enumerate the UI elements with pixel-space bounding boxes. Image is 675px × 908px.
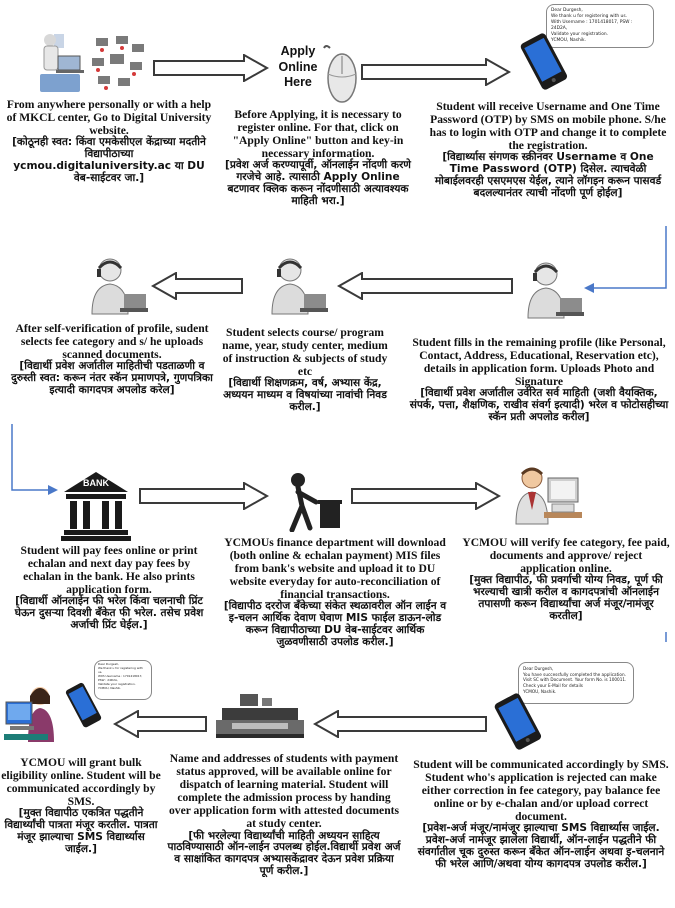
sms-bubble: Dear Durgesh, We thank u for registering… [546, 4, 654, 48]
step12-english: YCMOU will grant bulk eligibility online… [1, 756, 161, 809]
sms1-line: Validate your registration. [551, 31, 609, 37]
student-at-computer-icon [264, 256, 328, 316]
step7-english: Student will pay fees online or print ec… [20, 544, 198, 597]
sms1-line: With Username : 1701418017, PSW : 24D2A, [551, 19, 633, 31]
mobile-phone-icon [490, 690, 544, 754]
step6-text: After self-verification of profile, sude… [6, 322, 218, 397]
finance-staff-icon [276, 470, 346, 532]
step5-text: Student selects course/ program name, ye… [222, 326, 388, 414]
step8-marathi: [विद्यापीठ दररोज बँकेच्या संकेत स्थळावरी… [223, 600, 447, 649]
flow-arrow-left [312, 710, 488, 738]
step11-english: Name and addresses of students with paym… [168, 752, 400, 831]
step7-text: Student will pay fees online or print ec… [10, 544, 208, 632]
flow-arrow-right [138, 482, 270, 510]
sms3-line: With Username : 1701418017, PSW : 24D2A, [98, 673, 143, 682]
sms2-line: You have successfully completed the appl… [523, 671, 626, 677]
student-at-computer-icon [84, 256, 148, 316]
sms-bubble: Dear Durgesh, We thank u for registering… [94, 660, 152, 700]
network-computers-icon [36, 30, 146, 98]
mobile-phone-icon [516, 30, 570, 94]
step6-english: After self-verification of profile, sude… [15, 322, 209, 362]
step3-text: Student will receive Username and One Ti… [428, 100, 668, 200]
step12-marathi: [मुक्त विद्यापीठ एकत्रित पद्धतीने विद्या… [4, 807, 158, 855]
step11-marathi: [फी भरलेल्या विद्यार्थ्यांची माहिती अध्य… [167, 829, 401, 878]
sms2-line: Check your E-Mail for details [523, 683, 583, 689]
connector-line [600, 632, 670, 660]
step5-marathi: [विद्यार्थी शिक्षणक्रम, वर्ष, अभ्यास कें… [223, 377, 387, 414]
step5-english: Student selects course/ program name, ye… [222, 326, 388, 379]
step10-english: Student will be communicated accordingly… [413, 758, 669, 824]
step9-marathi: [मुक्त विद्यापीठ, फी प्रवर्गाची योग्य नि… [469, 574, 663, 622]
flow-arrow-right [350, 482, 502, 510]
step4-english: Student fills in the remaining profile (… [412, 336, 666, 389]
mobile-phone-icon [64, 680, 104, 732]
step10-marathi: [प्रवेश-अर्ज मंजूर/नामंजूर झाल्याचा SMS … [417, 822, 665, 871]
step10-text: Student will be communicated accordingly… [412, 758, 670, 871]
step4-text: Student fills in the remaining profile (… [408, 336, 670, 424]
sms3-line: We thank u for registering with us. [98, 665, 143, 674]
bank-building-icon: BANK [60, 470, 132, 542]
step8-text: YCMOUs finance department will download … [220, 536, 450, 649]
flow-arrow-left [336, 272, 514, 300]
officer-at-desk-icon [508, 462, 584, 528]
step3-marathi: [विद्यार्थ्यास संगणक स्क्रीनवर Username … [434, 151, 662, 199]
flow-arrow-right [152, 54, 270, 82]
sms2-line: Dear Durgesh, [523, 666, 554, 671]
step1-marathi: [कोठूनही स्वत: किंवा एमकेसीएल केंद्राच्य… [12, 136, 206, 184]
computer-mouse-icon [316, 44, 360, 106]
step3-english: Student will receive Username and One Ti… [429, 100, 667, 153]
sms1-line: YCMOU, Nashik. [551, 37, 586, 43]
step2-english: Before Applying, it is necessary to regi… [232, 108, 404, 161]
flow-arrow-left [112, 710, 208, 738]
sms2-line: Visit SC with Document. Your form No. is… [523, 677, 627, 683]
sms1-line: We thank u for registering with us. [551, 13, 628, 19]
step12-text: YCMOU will grant bulk eligibility online… [0, 756, 162, 856]
step1-text: From anywhere personally or with a help … [6, 98, 212, 185]
connector-line [580, 226, 670, 296]
sms2-line: YCMOU, Nashik. [523, 688, 557, 694]
dispatch-machine-icon [212, 692, 308, 742]
apply-online-label: Apply Online Here [278, 44, 318, 90]
flow-arrow-right [360, 58, 512, 86]
step4-marathi: [विद्यार्थी प्रवेश अर्जातील उर्वरित सर्व… [409, 387, 669, 424]
sms1-line: Dear Durgesh, [551, 8, 583, 13]
step6-marathi: [विद्यार्थी प्रवेश अर्जातील माहितीची पडत… [11, 360, 213, 396]
student-at-computer-icon [520, 260, 584, 320]
flow-arrow-left [150, 272, 244, 300]
staff-at-computer-icon [4, 682, 64, 748]
step8-english: YCMOUs finance department will download … [224, 536, 446, 602]
sms3-line: Dear Durgesh, [98, 662, 119, 666]
bank-label: BANK [83, 478, 109, 488]
sms3-line: Validate your registration. [98, 681, 136, 686]
apply-online-button: Apply Online Here [270, 44, 326, 102]
sms-bubble: Dear Durgesh, You have successfully comp… [518, 662, 634, 704]
connector-line [4, 424, 60, 500]
step2-text: Before Applying, it is necessary to regi… [220, 108, 416, 208]
step11-text: Name and addresses of students with paym… [166, 752, 402, 878]
sms3-line: YCMOU, Nashik. [98, 685, 122, 690]
step7-marathi: [विद्यार्थी ऑनलाईन फी भरेल किंवा चलनाची … [14, 595, 204, 632]
step9-text: YCMOU will verify fee category, fee paid… [462, 536, 670, 623]
step9-english: YCMOU will verify fee category, fee paid… [462, 536, 670, 576]
step2-marathi: [प्रवेश अर्ज करण्यापूर्वी, ऑनलाईन नोंदणी… [225, 159, 411, 207]
step1-english: From anywhere personally or with a help … [6, 98, 212, 138]
